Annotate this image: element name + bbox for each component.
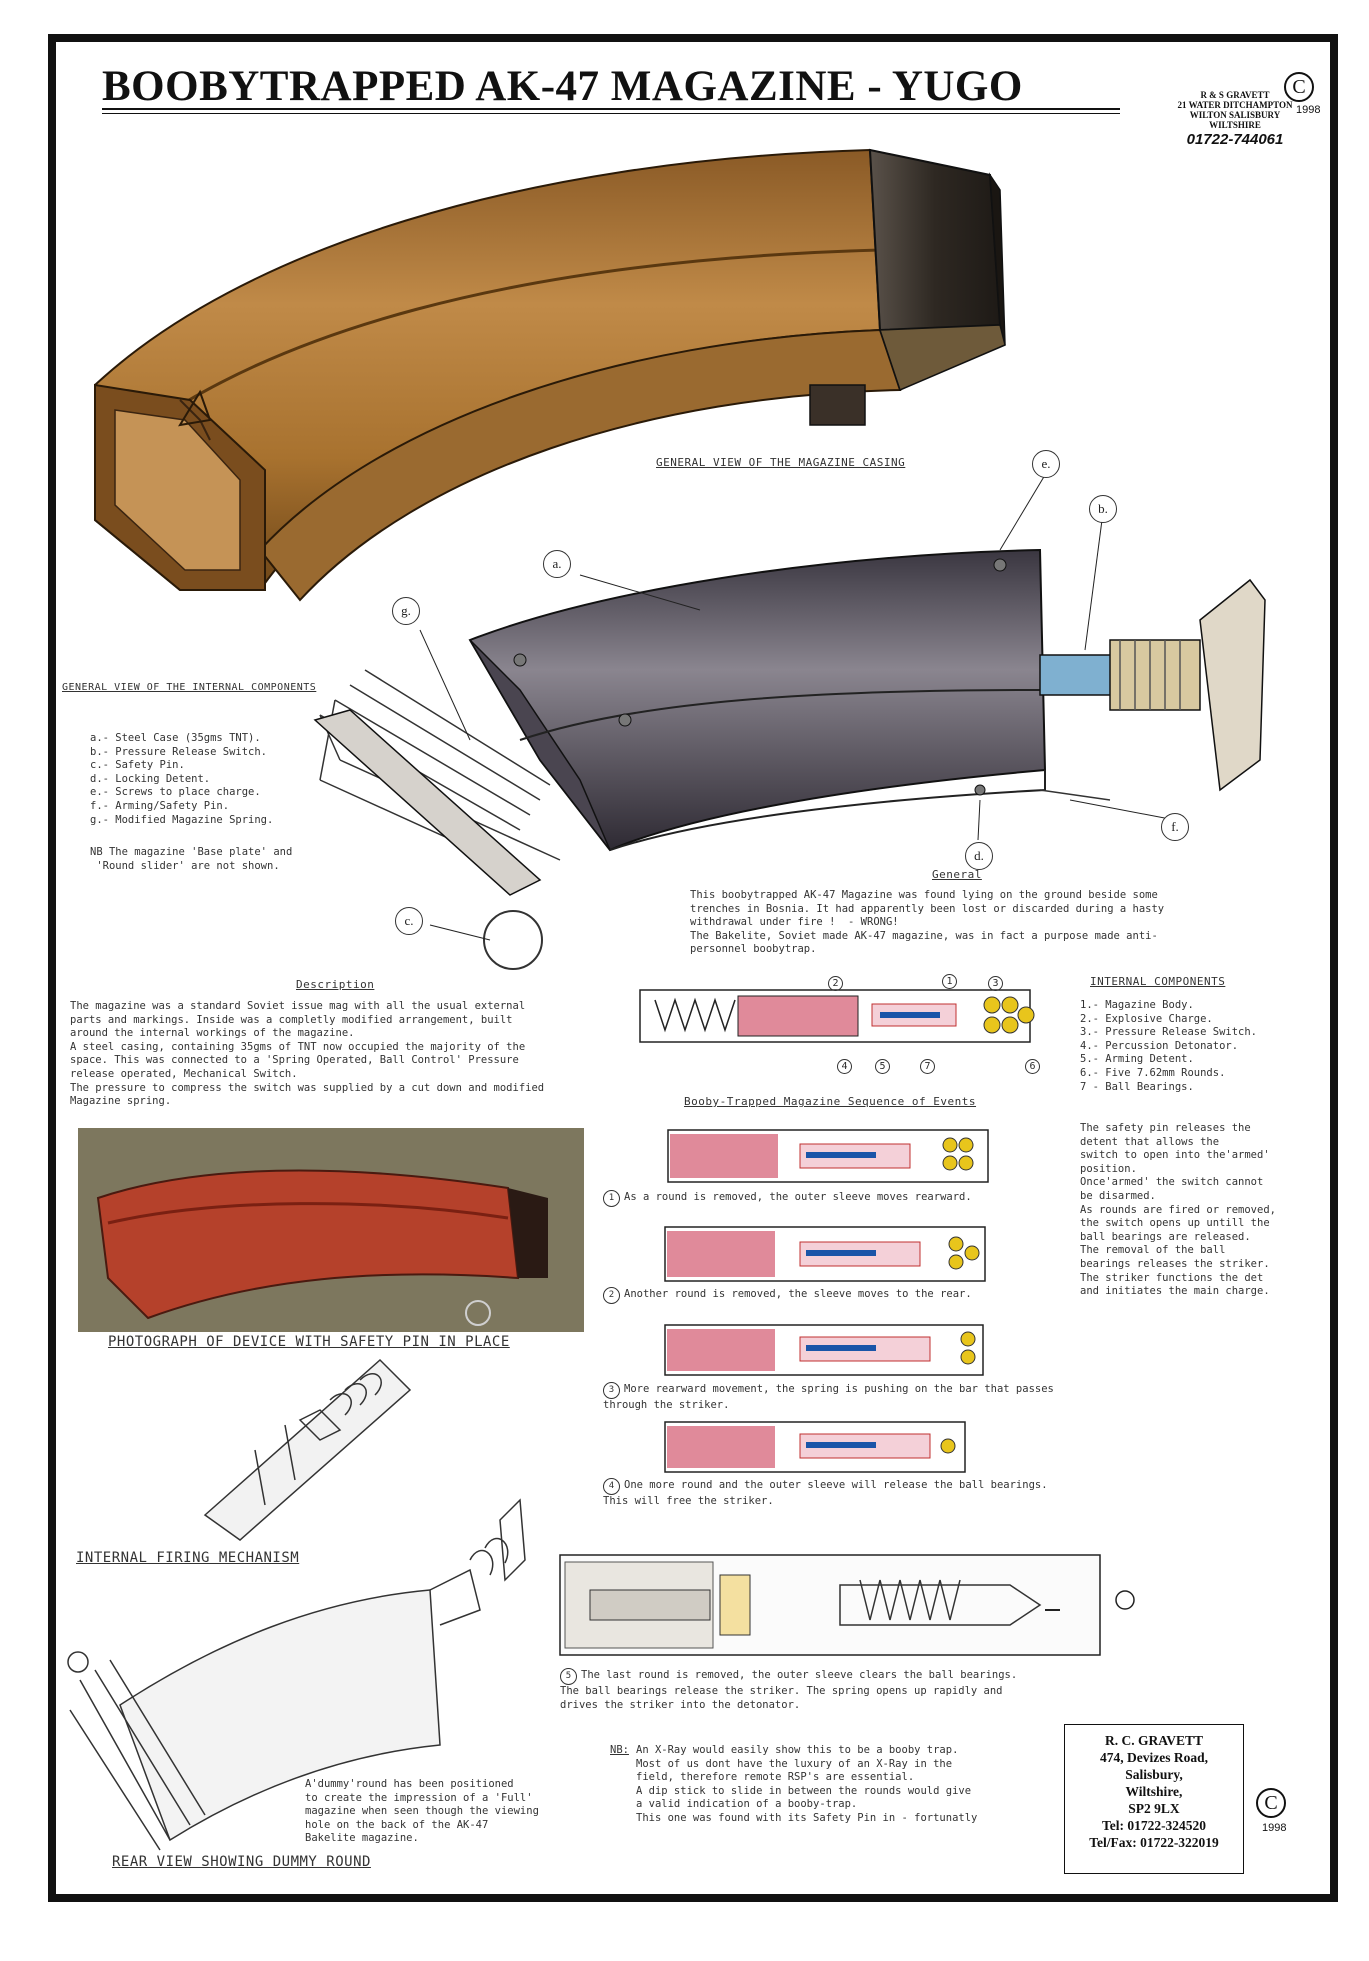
warning-triangle-mark (178, 389, 212, 427)
heading-casing: GENERAL VIEW OF THE MAGAZINE CASING (656, 456, 906, 469)
firing-mechanism-sketch (203, 1358, 412, 1541)
sequence-step-1: 1 As a round is removed, the outer sleeve… (603, 1190, 972, 1207)
diagram-number-7: 7 (920, 1059, 935, 1074)
heading-description: Description (296, 978, 375, 991)
contact-street: 474, Devizes Road, (1100, 1750, 1208, 1765)
callout-c: c. (395, 907, 423, 935)
diagram-number-2: 2 (828, 976, 843, 991)
address-line: R & S GRAVETT (1200, 90, 1270, 100)
internal-component-list: 1.- Magazine Body. 2.- Explosive Charge.… (1080, 999, 1257, 1094)
heading-internal-components: INTERNAL COMPONENTS (1090, 975, 1226, 988)
internal-list-item: 3.- Pressure Release Switch. (1080, 1026, 1258, 1039)
contact-name: R. C. GRAVETT (1104, 1733, 1204, 1748)
diagram-number-1: 1 (942, 974, 957, 989)
heading-rear-view: REAR VIEW SHOWING DUMMY ROUND (112, 1854, 371, 1870)
component-list-item: f.- Arming/Safety Pin. (90, 799, 230, 812)
address-line: WILTSHIRE (1209, 120, 1261, 130)
diagram-number-6: 6 (1025, 1059, 1040, 1074)
diagram-number-3: 3 (988, 976, 1003, 991)
contact-box: R. C. GRAVETT 474, Devizes Road, Salisbu… (1064, 1724, 1244, 1874)
internal-list-item: 7 - Ball Bearings. (1080, 1080, 1194, 1093)
diagram-number-5: 5 (875, 1059, 890, 1074)
component-list-item: e.- Screws to place charge. (90, 786, 261, 799)
internal-list-item: 6.- Five 7.62mm Rounds. (1080, 1066, 1226, 1079)
callout-b: b. (1089, 495, 1117, 523)
step-number: 4 (603, 1478, 620, 1495)
heading-general: General (932, 868, 982, 881)
address-line: 21 WATER DITCHAMPTON (1177, 100, 1293, 110)
step-number: 2 (603, 1287, 620, 1304)
sequence-step-2: 2 Another round is removed, the sleeve mo… (603, 1287, 972, 1304)
internal-list-item: 5.- Arming Detent. (1080, 1053, 1194, 1066)
dummy-round-text: A'dummy'round has been positioned to cre… (305, 1778, 539, 1845)
title-underline-2 (102, 113, 1120, 114)
heading-sequence: Booby-Trapped Magazine Sequence of Event… (684, 1095, 977, 1108)
page-title: BOOBYTRAPPED AK-47 MAGAZINE - YUGO (102, 63, 1023, 110)
diagram-number-4: 4 (837, 1059, 852, 1074)
contact-tel: Tel: 01722-324520 (1101, 1818, 1207, 1833)
contact-county: Wiltshire, (1125, 1784, 1183, 1799)
device-photograph (78, 1128, 584, 1332)
heading-photograph: PHOTOGRAPH OF DEVICE WITH SAFETY PIN IN … (108, 1334, 510, 1350)
internal-list-item: 2.- Explosive Charge. (1080, 1012, 1213, 1025)
general-text: This boobytrapped AK-47 Magazine was fou… (690, 889, 1165, 956)
nb-note: NB The magazine 'Base plate' and 'Round … (90, 846, 293, 872)
callout-d: d. (965, 842, 993, 870)
callout-f: f. (1161, 813, 1189, 841)
step-text: As a round is removed, the outer sleeve … (624, 1191, 972, 1203)
spring-plate-drawing (313, 709, 542, 896)
contact-fax: Tel/Fax: 01722-322019 (1089, 1835, 1219, 1850)
heading-firing-mechanism: INTERNAL FIRING MECHANISM (76, 1550, 300, 1566)
callout-e: e. (1032, 450, 1060, 478)
title-underline (102, 108, 1120, 110)
component-list-item: b.- Pressure Release Switch. (90, 745, 268, 758)
contact-town: Salisbury, (1125, 1767, 1183, 1782)
callout-a: a. (543, 550, 571, 578)
cross-section-step-4 (664, 1421, 966, 1473)
component-list-item: d.- Locking Detent. (90, 772, 211, 785)
cross-section-step-5 (559, 1554, 1135, 1656)
cross-section-step-3 (664, 1324, 984, 1376)
step-number: 3 (603, 1382, 620, 1399)
component-list: a.- Steel Case (35gms TNT). b.- Pressure… (90, 732, 273, 827)
contact-postcode: SP2 9LX (1128, 1801, 1180, 1816)
step-text: One more round and the outer sleeve will… (603, 1479, 1048, 1507)
internal-list-item: 1.- Magazine Body. (1080, 999, 1194, 1011)
step-text: More rearward movement, the spring is pu… (603, 1383, 1054, 1411)
cross-section-step-1 (667, 1129, 989, 1183)
step-text: Another round is removed, the sleeve mov… (624, 1288, 972, 1300)
cross-section-main (639, 989, 1035, 1043)
author-address: R & S GRAVETT 21 WATER DITCHAMPTON WILTO… (1150, 90, 1320, 150)
copyright-icon: C (1284, 72, 1314, 102)
address-line: WILTON SALISBURY (1189, 110, 1281, 120)
copyright-year-bottom: 1998 (1262, 1822, 1287, 1834)
nb-xray-text: An X-Ray would easily show this to be a … (636, 1744, 978, 1824)
pressure-release-switch-drawing (1039, 654, 1116, 696)
copyright-icon-bottom: C (1256, 1788, 1286, 1818)
cross-section-step-2 (664, 1226, 986, 1282)
address-phone: 01722-744061 (1186, 131, 1284, 148)
callout-g: g. (392, 597, 420, 625)
step-number: 5 (560, 1668, 577, 1685)
component-list-item: c.- Safety Pin. (90, 759, 185, 772)
copyright-year: 1998 (1296, 104, 1321, 116)
internal-list-item: 4.- Percussion Detonator. (1080, 1039, 1239, 1052)
heading-internal-components-view: GENERAL VIEW OF THE INTERNAL COMPONENTS (62, 682, 317, 693)
safety-pin-text: The safety pin releases the detent that … (1080, 1122, 1276, 1298)
step-text: The last round is removed, the outer sle… (560, 1669, 1018, 1711)
description-text: The magazine was a standard Soviet issue… (70, 1000, 545, 1108)
step-number: 1 (603, 1190, 620, 1207)
component-list-item: g.- Modified Magazine Spring. (90, 813, 274, 826)
component-list-item: a.- Steel Case (35gms TNT). (90, 732, 261, 744)
safety-pin-ring (483, 910, 543, 970)
rear-view-sketch (67, 1498, 526, 1851)
nb-label: NB: (610, 1744, 629, 1756)
steel-case-drawing (468, 548, 1047, 852)
